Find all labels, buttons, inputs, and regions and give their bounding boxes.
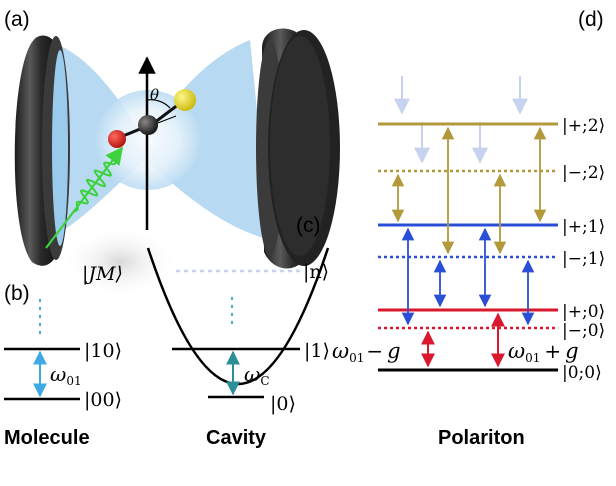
right-mirror (256, 28, 340, 269)
cavity-illustration: θ (14, 28, 340, 298)
molecule-levels: |JM⟩ |10⟩ |00⟩ ω01 Molecule (4, 263, 123, 449)
angle-arc (146, 99, 171, 109)
panel-label-c: (c) (296, 214, 321, 237)
atom-yellow (174, 89, 196, 111)
polariton-level-plus-1-label: |+;1⟩ (562, 217, 605, 237)
panel-label-d: (d) (578, 8, 604, 31)
polariton-level-plus-2-label: |+;2⟩ (562, 116, 605, 136)
molecule-caption: Molecule (4, 427, 90, 449)
atom-black (138, 115, 158, 135)
polariton-caption: Polariton (438, 427, 525, 449)
left-mirror (14, 35, 70, 266)
panel-label-a: (a) (4, 8, 30, 31)
cavity-shadow (62, 226, 178, 298)
laser-pulse-arrow (45, 146, 124, 249)
angle-theta-label: θ (150, 86, 159, 104)
cavity-transition-label: ωC (244, 362, 270, 388)
molecule-transition-label: ω01 (50, 362, 82, 388)
cavity-level-1-label: |1⟩ (304, 340, 330, 362)
cavity-levels: |n⟩ |1⟩ |0⟩ ωC Cavity (146, 247, 330, 449)
molecule-state-jm: |JM⟩ (82, 263, 123, 285)
polariton-level-minus-2-label: |−;2⟩ (562, 163, 605, 183)
molecule-level-00-label: |00⟩ (84, 389, 122, 411)
polariton-level-minus-1-label: |−;1⟩ (562, 249, 605, 269)
molecule-level-10-label: |10⟩ (84, 340, 122, 362)
polariton-levels: |+;2⟩ |−;2⟩ |+;1⟩ |−;1⟩ |+;0⟩ |−;0⟩ |0;0… (332, 76, 605, 449)
polariton-level-plus-0-label: |+;0⟩ (562, 302, 605, 322)
omega-minus-g-label: ω01−g (332, 339, 401, 365)
atom-red (108, 130, 126, 148)
cavity-caption: Cavity (206, 427, 267, 449)
laser-pulse-wave (73, 153, 119, 213)
polariton-level-minus-0-label: |−;0⟩ (562, 321, 605, 341)
cavity-level-0-label: |0⟩ (270, 393, 296, 415)
omega-plus-g-label: ω01+g (508, 339, 579, 365)
panel-label-b: (b) (4, 282, 30, 305)
polariton-level-ground-label: |0;0⟩ (562, 363, 602, 383)
